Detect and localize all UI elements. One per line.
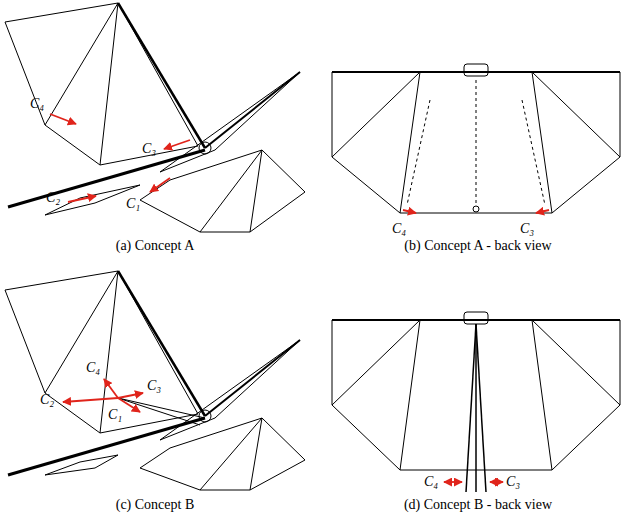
cable-label: C₁ [126,196,140,211]
cable-label: C₁ [108,407,122,422]
cable-label: C₂ [40,392,54,407]
cable-label: C₃ [520,221,534,236]
cable-label: C₃ [506,474,520,489]
cable-label: C₃ [147,378,161,393]
subfigure-caption: (a) Concept A [116,238,195,253]
subfigure-caption: (b) Concept A - back view [404,238,551,253]
cable-label: C₄ [86,360,100,375]
cable-label: C₄ [424,474,438,489]
cable-label: C₄ [30,96,44,111]
cable-label: C₂ [46,190,60,205]
cable-label: C₄ [392,221,406,236]
subfigure-caption: (d) Concept B - back view [404,497,552,512]
subfigure-caption: (c) Concept B [116,497,195,512]
cable-label: C₃ [142,141,156,156]
